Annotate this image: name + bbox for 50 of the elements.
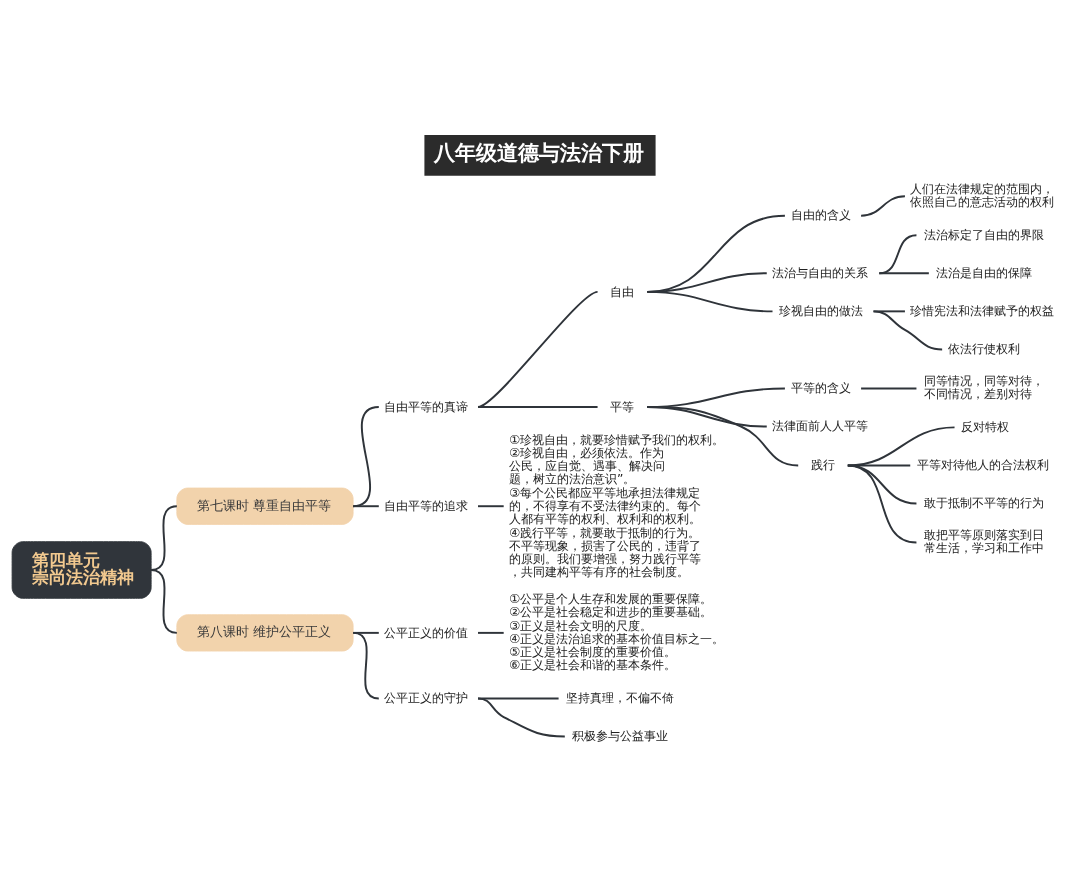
connector — [352, 631, 380, 700]
connector — [878, 272, 930, 275]
node-text: 自由 — [609, 283, 634, 299]
node-text: 践行 — [810, 457, 835, 473]
connector — [477, 631, 505, 634]
node-text: 法治是自由的保障 — [935, 264, 1032, 280]
connector — [477, 406, 599, 408]
connector — [477, 697, 566, 738]
node-text: 平等对待他人的合法权利 — [917, 457, 1050, 473]
connector — [477, 505, 505, 508]
connector — [860, 387, 918, 390]
node-text: 珍视自由的做法 — [778, 303, 863, 319]
connector — [846, 464, 918, 544]
connector — [646, 406, 800, 467]
node-text: 自由平等的追求 — [384, 497, 469, 513]
node-text: 自由的含义 — [791, 207, 852, 223]
node-text: 法治与自由的关系 — [772, 264, 869, 280]
node-text: 公平正义的价值 — [384, 624, 469, 640]
node-text: 人们在法律规定的范围内，依照自己的意志活动的权利 — [910, 180, 1055, 210]
node-box: 第四单元 崇尚法治精神 — [11, 541, 152, 599]
connector — [352, 406, 380, 508]
node-text: ①珍视自由，就要珍惜赋予我们的权利。 ②珍视自由，必须依法。作为公民，应自觉、遇事、解决问题，树立的法治意识”。 ③每个公民都应平等地承担法律规定的，不得享有不受法律约束的。每个人都有平等的权利、权利和的权利。 ④践行平等，就要敢于抵制的行为。不平等现象，损害了公民的，违背了的原则。我们要增强，努力践行平等，共同建构平等有序的社会制度。 — [509, 431, 725, 580]
connector — [846, 464, 918, 505]
node-text: 反对特权 — [960, 419, 1009, 435]
node-text: 平等的含义 — [791, 380, 852, 396]
node-text: 平等 — [609, 398, 634, 414]
node-text: 珍惜宪法和法律赋予的权益 — [910, 303, 1055, 319]
connector — [352, 505, 380, 508]
diagram-title: 八年级道德与法治下册 — [433, 140, 644, 166]
connector — [477, 697, 560, 700]
connector — [477, 290, 599, 408]
node-text: 公平正义的守护 — [384, 690, 469, 706]
node-box: 第七课时 尊重自由平等 — [176, 487, 354, 525]
connector — [646, 290, 774, 313]
node-text: ①公平是个人生存和发展的重要保障。 ②公平是社会稳定和进步的重要基础。 ③正义是社会文明的尺度。 ④正义是法治追求的基本价值目标之一。 ⑤正义是社会制度的重要价值。 ⑥正义是社会和谐的基本条件。 — [509, 590, 725, 673]
node-box: 第八课时 维护公平正义 — [176, 614, 354, 652]
connector — [872, 310, 944, 351]
node-text: 法治标定了自由的界限 — [923, 226, 1044, 242]
connector — [150, 569, 178, 634]
connector — [846, 464, 912, 467]
node-text: 同等情况，同等对待，不同情况，差别对待 — [923, 373, 1044, 402]
node-text: 依法行使权利 — [948, 341, 1021, 357]
node-text: 坚持真理，不偏不倚 — [565, 690, 674, 706]
connector — [860, 195, 906, 217]
node-text: 敢于抵制不平等的行为 — [923, 495, 1044, 511]
node-text: 积极参与公益事业 — [571, 728, 668, 744]
node-text: 自由平等的真谛 — [384, 398, 469, 414]
node-text: 法律面前人人平等 — [772, 418, 869, 434]
node-text: 敢把平等原则落实到日常生活，学习和工作中 — [923, 527, 1044, 556]
connector — [846, 426, 956, 467]
